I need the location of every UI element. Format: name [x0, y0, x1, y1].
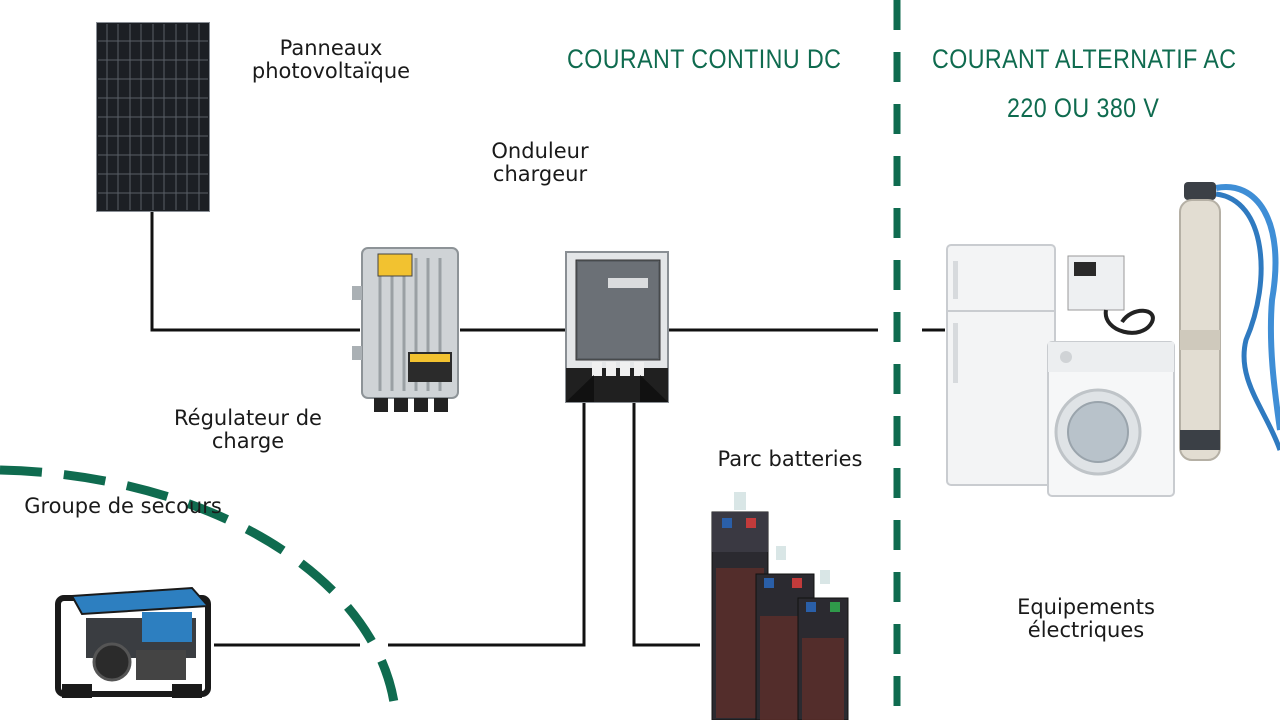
backup-zone-arc: [0, 465, 401, 720]
solar-panel-icon: [96, 22, 210, 212]
battery-bank-icon: [711, 492, 849, 720]
submersible-pump-icon: [1179, 182, 1280, 461]
battery-bank-label: Parc batteries: [717, 447, 863, 471]
solar-panels-label: Panneaux photovoltaïque: [251, 36, 411, 83]
ac-heading: COURANT ALTERNATIF AC: [932, 44, 1237, 74]
ac-voltage-heading: 220 OU 380 V: [1007, 93, 1160, 123]
charge-regulator-icon: [352, 247, 459, 412]
wire-inverter-generator: [388, 402, 586, 647]
dc-heading: COURANT CONTINU DC: [567, 44, 842, 74]
backup-group-label: Groupe de secours: [24, 494, 222, 518]
equipment-label: Equipements électriques: [1017, 595, 1155, 642]
regulator-label: Régulateur de charge: [174, 406, 322, 453]
generator-icon: [55, 586, 211, 698]
inverter-label: Onduleur chargeur: [491, 139, 589, 186]
washing-machine-icon: [1047, 341, 1175, 497]
fridge-icon: [946, 244, 1056, 486]
inverter-charger-icon: [565, 251, 669, 403]
control-box-icon: [1067, 255, 1155, 335]
wire-panel-regulator: [150, 212, 360, 332]
wire-inverter-batteries: [632, 402, 700, 647]
